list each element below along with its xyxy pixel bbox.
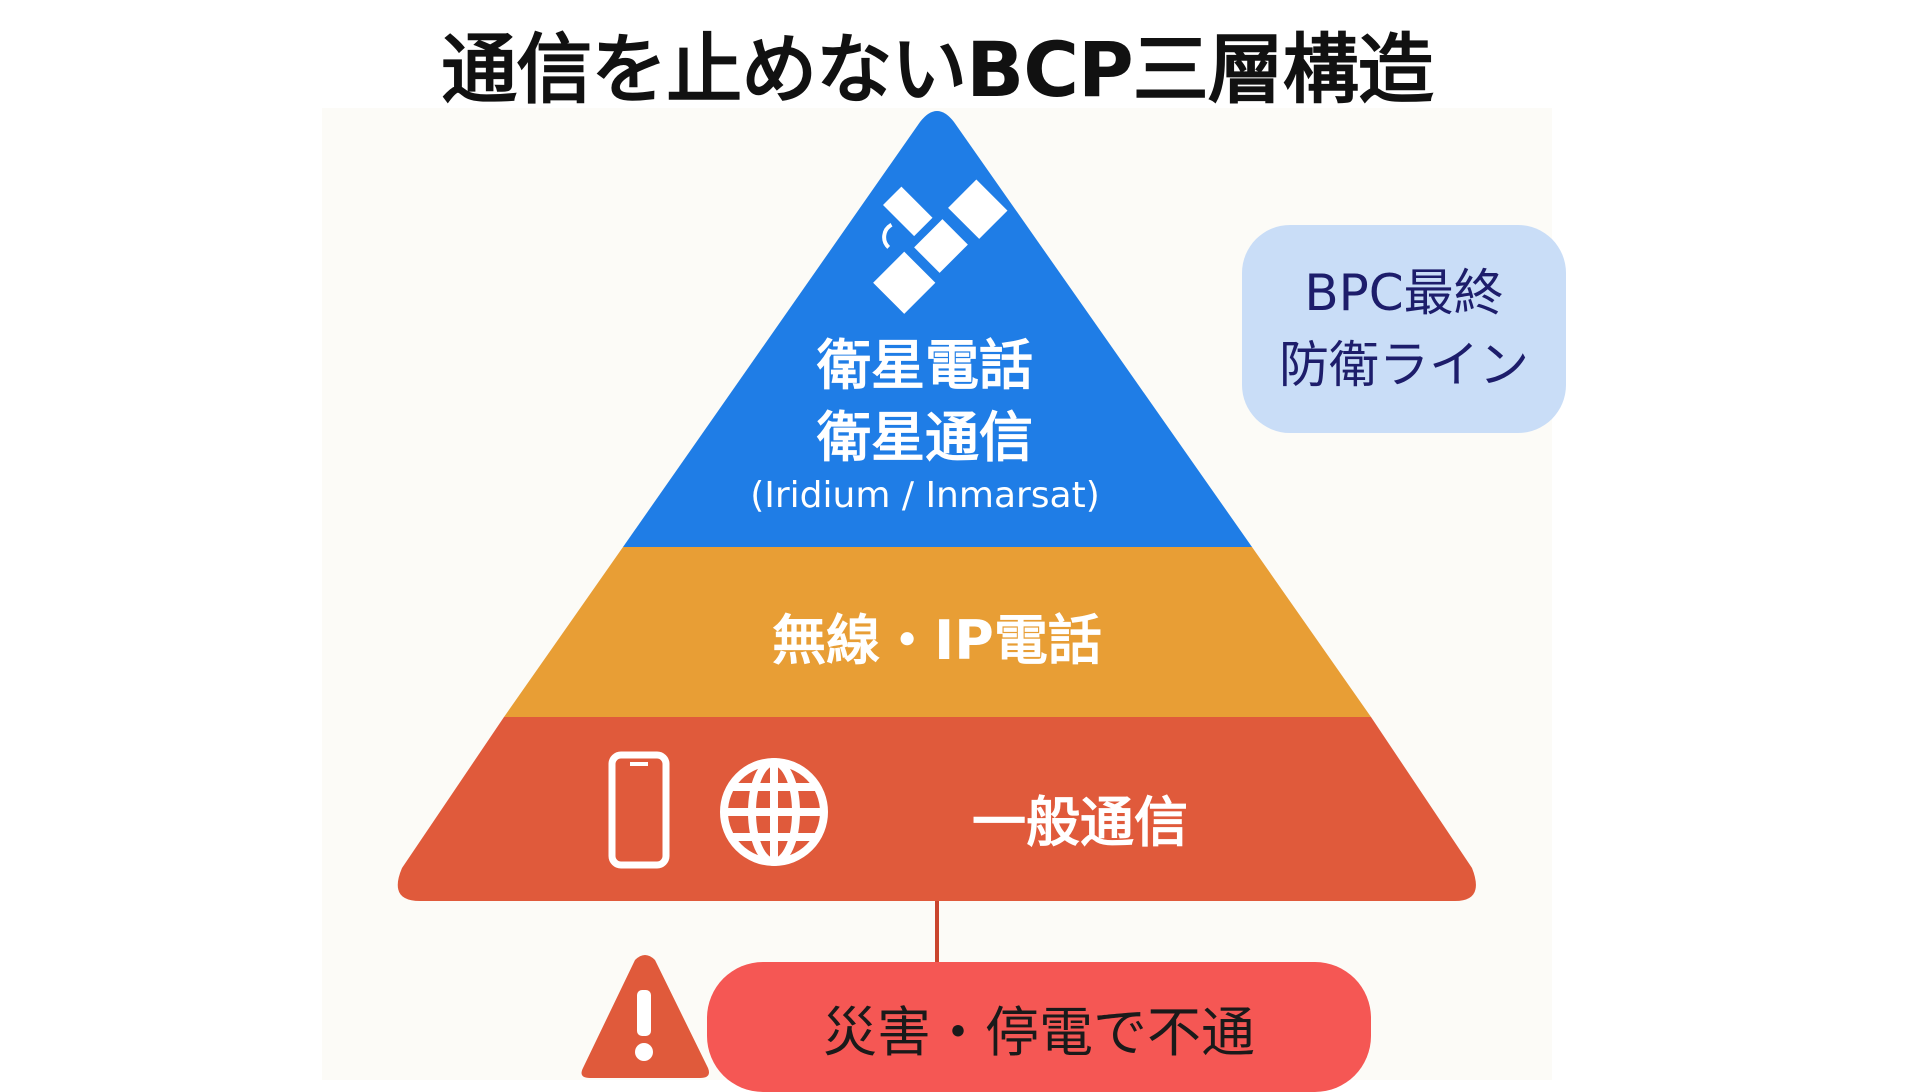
satellite-phone-text: 衛星電話 — [817, 334, 1033, 397]
final-defense-badge: BPC最終 防衛ライン — [1242, 225, 1566, 433]
layer-radio-ip — [504, 547, 1371, 717]
layer-satellite — [623, 111, 1252, 547]
outage-alert-pill — [707, 962, 1371, 1092]
smartphone-icon — [608, 751, 670, 869]
badge-line-1: BPC最終 — [1304, 264, 1504, 322]
layer-general — [397, 717, 1476, 901]
radio-ip-layer-label: 無線・IP電話 — [772, 609, 1102, 672]
outage-alert-text: 災害・停電で不通 — [823, 1001, 1255, 1064]
warning-icon — [581, 955, 709, 1078]
satellite-layer-label: 衛星電話 衛星通信 (Iridium / Inmarsat) — [700, 330, 1150, 518]
page-title: 通信を止めないBCP三層構造 — [441, 25, 1433, 114]
badge-line-2: 防衛ライン — [1279, 336, 1529, 394]
globe-icon — [720, 758, 828, 866]
general-layer-label: 一般通信 — [972, 791, 1188, 854]
satellite-comm-text: 衛星通信 — [817, 406, 1033, 469]
satellite-providers-text: (Iridium / Inmarsat) — [750, 475, 1100, 516]
